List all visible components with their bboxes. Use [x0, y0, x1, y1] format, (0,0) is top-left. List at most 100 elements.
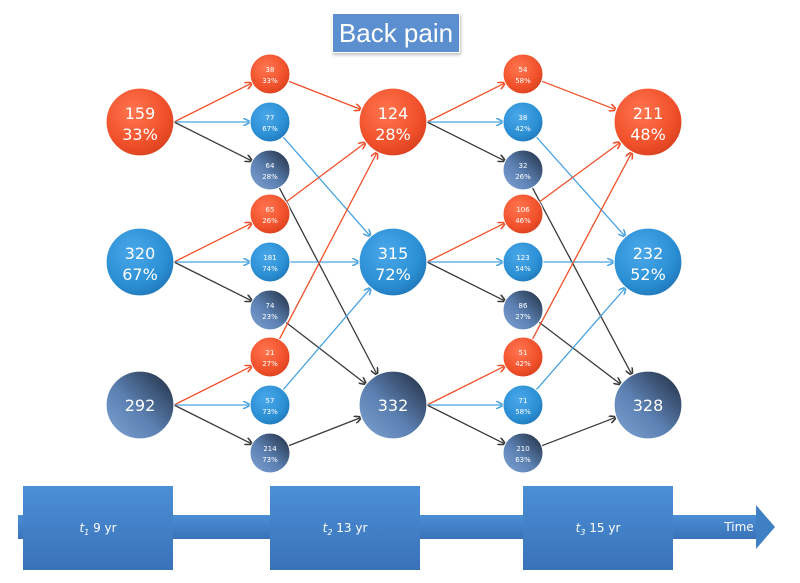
state-node-t2-dark: 332: [358, 370, 428, 440]
state-node-circle: [105, 227, 175, 297]
transition-percent: 27%: [515, 313, 531, 321]
state-node-circle: [358, 227, 428, 297]
transition-node-circle: [502, 53, 544, 95]
transition-node-circle: [502, 289, 544, 331]
transition-count: 74: [266, 302, 275, 310]
transition-node-circle: [502, 193, 544, 235]
arrow-to-red-group: [426, 223, 505, 263]
state-node-circle: [613, 87, 683, 157]
transition-percent: 33%: [262, 77, 278, 85]
state-count: 315: [378, 244, 409, 263]
arrow-to-red-state: [285, 142, 366, 203]
arrow-to-red-state: [541, 80, 617, 110]
timeline-stage-label: t3 15 yr: [576, 521, 621, 537]
state-node-circle: [358, 87, 428, 157]
transition-count: 57: [266, 397, 275, 405]
state-percent: 48%: [630, 125, 666, 144]
transition-node-circle: [249, 149, 291, 191]
timeline-stage-label: t1 9 yr: [79, 521, 116, 537]
arrow-to-dark-state: [541, 417, 617, 447]
diagram-title: Back pain: [332, 13, 460, 53]
state-node-circle: [613, 227, 683, 297]
arrow-to-dark-state: [531, 187, 632, 375]
transition-percent: 28%: [262, 173, 278, 181]
arrow-to-dark-group: [173, 121, 252, 161]
transition-percent: 26%: [515, 173, 531, 181]
arrow-to-red-group: [173, 223, 252, 263]
transition-percent: 58%: [515, 77, 531, 85]
transition-percent: 42%: [515, 125, 531, 133]
transition-count: 77: [266, 114, 275, 122]
transition-percent: 26%: [262, 217, 278, 225]
state-count: 232: [633, 244, 664, 263]
transition-count: 21: [266, 349, 275, 357]
state-node-circle: [105, 87, 175, 157]
transition-node-circle: [249, 336, 291, 378]
timeline: t1 9 yr t2 13 yr t3 15 yr Time: [18, 486, 775, 570]
transition-node-circle: [502, 336, 544, 378]
transition-percent: 58%: [515, 408, 531, 416]
state-node-t1-dark: 292: [105, 370, 175, 440]
transition-percent: 63%: [515, 456, 531, 464]
transition-count: 64: [266, 162, 275, 170]
arrow-to-blue-state: [535, 288, 625, 391]
state-percent: 52%: [630, 265, 666, 284]
arrow-to-dark-group: [173, 404, 252, 444]
transition-count: 214: [263, 445, 277, 453]
state-count: 292: [125, 396, 156, 415]
transition-percent: 46%: [515, 217, 531, 225]
arrow-to-dark-state: [278, 187, 377, 375]
transition-percent: 23%: [262, 313, 278, 321]
transition-count: 123: [516, 254, 529, 262]
state-count: 124: [378, 104, 409, 123]
state-node-circle: [105, 370, 175, 440]
timeline-stage-label: t2 13 yr: [323, 521, 368, 537]
transition-percent: 74%: [262, 265, 278, 273]
transition-node-circle: [249, 432, 291, 474]
transition-count: 71: [519, 397, 528, 405]
state-node-t3-dark: 328: [613, 370, 683, 440]
arrow-to-dark-group: [426, 404, 505, 444]
arrow-to-blue-state: [282, 288, 371, 391]
state-node-circle: [613, 370, 683, 440]
state-percent: 72%: [375, 265, 411, 284]
timeline-arrowhead: [756, 505, 775, 549]
transition-count: 181: [263, 254, 276, 262]
transition-node-circle: [249, 193, 291, 235]
timeline-stage-box: [23, 486, 173, 570]
state-percent: 67%: [122, 265, 158, 284]
transition-node-circle: [249, 289, 291, 331]
transition-count: 32: [519, 162, 528, 170]
arrow-to-dark-state: [285, 321, 366, 384]
state-node-circle: [358, 370, 428, 440]
arrow-to-red-group: [173, 366, 252, 406]
transition-count: 65: [266, 206, 275, 214]
transition-count: 38: [519, 114, 528, 122]
arrow-to-red-group: [426, 366, 505, 406]
transition-node-circle: [249, 241, 291, 283]
transition-percent: 42%: [515, 360, 531, 368]
transition-count: 51: [519, 349, 528, 357]
timeline-axis-label: Time: [723, 520, 753, 534]
transition-node-circle: [249, 101, 291, 143]
arrows: [173, 80, 632, 447]
arrow-to-red-group: [426, 83, 505, 123]
arrow-to-dark-group: [173, 261, 252, 301]
transition-count: 54: [519, 66, 528, 74]
transition-node-circle: [502, 384, 544, 426]
